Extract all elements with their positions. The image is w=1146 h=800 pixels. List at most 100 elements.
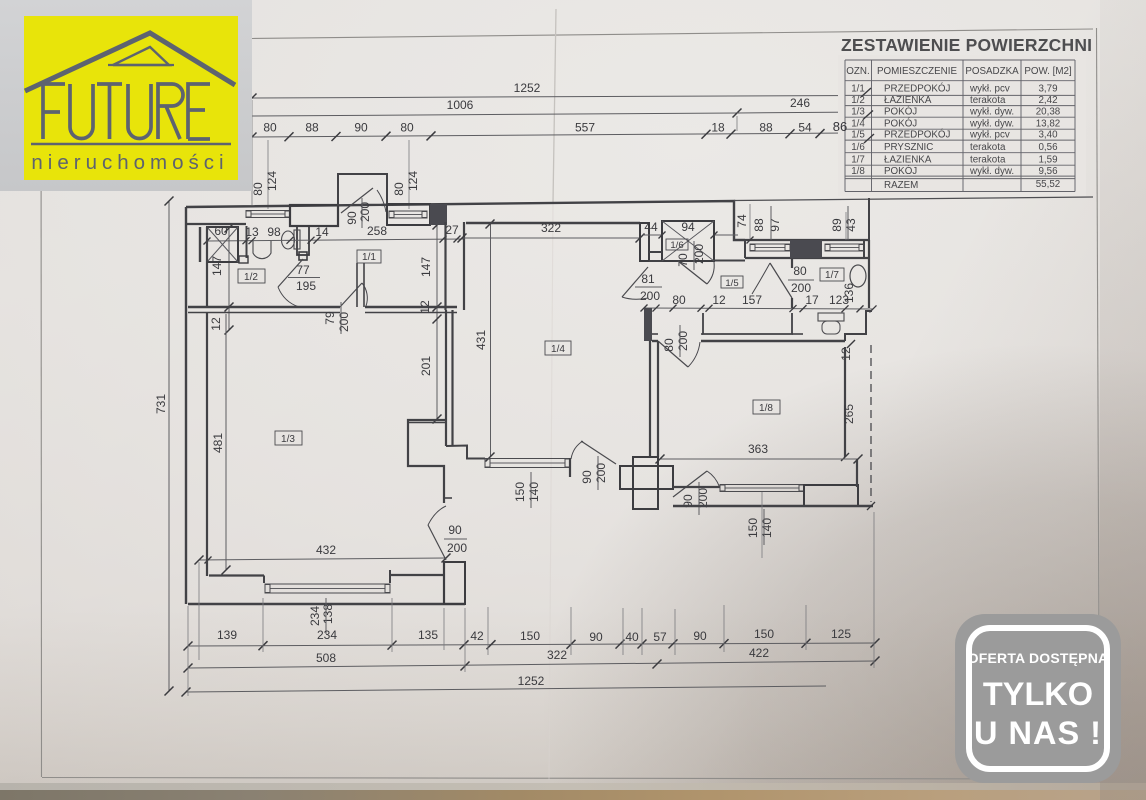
svg-text:135: 135 — [418, 628, 438, 642]
svg-text:258: 258 — [367, 224, 387, 238]
svg-text:ŁAZIENKA: ŁAZIENKA — [884, 155, 932, 166]
svg-text:1/4: 1/4 — [551, 344, 565, 355]
svg-text:POKÓJ: POKÓJ — [884, 166, 917, 177]
svg-text:1/3: 1/3 — [851, 107, 865, 118]
svg-text:ŁAZIENKA: ŁAZIENKA — [884, 95, 932, 106]
svg-text:terakota: terakota — [970, 155, 1006, 166]
svg-text:wykł. dyw.: wykł. dyw. — [969, 166, 1014, 177]
svg-text:363: 363 — [748, 442, 768, 456]
svg-text:195: 195 — [296, 279, 316, 293]
svg-text:481: 481 — [211, 433, 225, 453]
svg-text:POMIESZCZENIE: POMIESZCZENIE — [877, 66, 957, 77]
svg-text:1/7: 1/7 — [825, 270, 839, 281]
svg-text:77: 77 — [296, 263, 310, 277]
svg-text:80: 80 — [392, 182, 406, 196]
svg-text:157: 157 — [742, 293, 762, 307]
svg-text:80: 80 — [672, 293, 686, 307]
svg-text:1/8: 1/8 — [851, 166, 865, 177]
svg-text:422: 422 — [749, 646, 769, 660]
svg-text:88: 88 — [752, 218, 766, 232]
svg-text:150: 150 — [754, 627, 774, 641]
svg-text:17: 17 — [805, 293, 819, 307]
svg-text:322: 322 — [547, 648, 567, 662]
svg-text:140: 140 — [527, 482, 541, 502]
svg-text:265: 265 — [842, 404, 856, 424]
svg-text:124: 124 — [265, 171, 279, 191]
svg-text:234: 234 — [317, 628, 337, 642]
svg-text:POW. [M2]: POW. [M2] — [1024, 66, 1072, 77]
svg-text:nieruchomości: nieruchomości — [31, 151, 228, 174]
svg-text:80: 80 — [662, 338, 676, 352]
svg-text:557: 557 — [575, 121, 595, 135]
svg-text:431: 431 — [474, 330, 488, 350]
svg-text:13,82: 13,82 — [1036, 119, 1061, 130]
svg-text:1/1: 1/1 — [851, 84, 865, 95]
svg-text:200: 200 — [337, 312, 351, 332]
svg-text:88: 88 — [759, 121, 773, 135]
svg-text:55,52: 55,52 — [1036, 179, 1061, 190]
svg-text:94: 94 — [681, 220, 695, 234]
svg-text:79: 79 — [323, 311, 337, 325]
svg-text:322: 322 — [541, 221, 561, 235]
svg-text:150: 150 — [520, 629, 540, 643]
svg-text:wykł. dyw.: wykł. dyw. — [969, 107, 1014, 118]
svg-text:150: 150 — [513, 482, 527, 502]
svg-text:80: 80 — [251, 182, 265, 196]
svg-text:200: 200 — [640, 289, 660, 303]
svg-text:44: 44 — [644, 220, 658, 234]
svg-text:wykł. pcv: wykł. pcv — [969, 130, 1010, 141]
svg-text:201: 201 — [419, 356, 433, 376]
svg-text:234: 234 — [308, 606, 322, 626]
svg-text:138: 138 — [321, 604, 335, 624]
svg-text:90: 90 — [354, 121, 368, 135]
svg-text:ZESTAWIENIE POWIERZCHNI: ZESTAWIENIE POWIERZCHNI — [841, 35, 1092, 55]
svg-text:90: 90 — [589, 630, 603, 644]
svg-text:20,38: 20,38 — [1036, 107, 1061, 118]
svg-text:1/7: 1/7 — [851, 155, 865, 166]
svg-text:80: 80 — [263, 121, 277, 135]
svg-text:18: 18 — [711, 121, 725, 135]
svg-text:42: 42 — [470, 629, 484, 643]
svg-text:86: 86 — [833, 119, 847, 134]
svg-text:1/2: 1/2 — [851, 95, 865, 106]
svg-text:150: 150 — [746, 518, 760, 538]
svg-text:1/4: 1/4 — [851, 119, 865, 130]
svg-text:54: 54 — [798, 121, 812, 135]
svg-text:125: 125 — [831, 627, 851, 641]
svg-text:200: 200 — [358, 202, 372, 222]
svg-text:139: 139 — [217, 628, 237, 642]
svg-text:POKÓJ: POKÓJ — [884, 107, 917, 118]
svg-text:1/5: 1/5 — [851, 130, 865, 141]
svg-text:terakota: terakota — [970, 95, 1006, 106]
svg-text:9,56: 9,56 — [1038, 166, 1058, 177]
svg-text:12: 12 — [209, 317, 223, 331]
svg-text:RAZEM: RAZEM — [884, 180, 918, 191]
svg-text:90: 90 — [693, 629, 707, 643]
svg-text:90: 90 — [580, 470, 594, 484]
svg-text:1/2: 1/2 — [244, 272, 258, 283]
svg-text:1/1: 1/1 — [362, 252, 376, 263]
svg-text:POSADZKA: POSADZKA — [965, 66, 1019, 77]
svg-text:80: 80 — [400, 121, 414, 135]
svg-text:508: 508 — [316, 651, 336, 665]
svg-text:98: 98 — [267, 225, 281, 239]
svg-text:OZN.: OZN. — [846, 66, 869, 77]
svg-text:40: 40 — [625, 630, 639, 644]
svg-text:wykł. pcv: wykł. pcv — [969, 84, 1010, 95]
svg-text:0,56: 0,56 — [1038, 142, 1058, 153]
svg-text:14: 14 — [315, 225, 329, 239]
svg-text:124: 124 — [406, 171, 420, 191]
svg-text:PRZEDPOKÓJ: PRZEDPOKÓJ — [884, 84, 951, 95]
svg-text:89: 89 — [830, 218, 844, 232]
svg-text:1252: 1252 — [518, 674, 545, 688]
svg-text:PRZEDPOKÓJ: PRZEDPOKÓJ — [884, 130, 951, 141]
svg-text:1/5: 1/5 — [725, 278, 738, 289]
svg-text:200: 200 — [594, 463, 608, 483]
svg-text:PRYSZNIC: PRYSZNIC — [884, 142, 933, 153]
svg-text:1,59: 1,59 — [1038, 155, 1057, 166]
svg-text:200: 200 — [791, 281, 811, 295]
svg-text:1/6: 1/6 — [670, 240, 683, 251]
svg-text:1252: 1252 — [514, 81, 541, 95]
svg-text:POKÓJ: POKÓJ — [884, 119, 917, 130]
svg-text:432: 432 — [316, 543, 336, 557]
